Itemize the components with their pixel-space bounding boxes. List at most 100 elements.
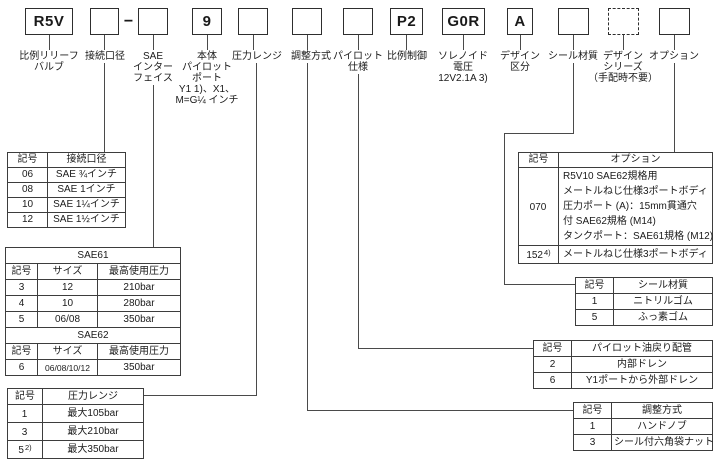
cell-sym: 070 — [518, 167, 559, 246]
box-label-design-series: デザイン シリーズ （手配時不要） — [588, 51, 658, 84]
cell-val: R5V10 SAE62規格用 メートルねじ仕様3ポートボディ 圧力ポート (A)… — [558, 167, 713, 246]
table-row: 2 内部ドレン — [533, 356, 713, 373]
table-header-row: 記号 サイズ 最高使用圧力 — [5, 263, 181, 280]
table-header-row: 記号 オプション — [518, 152, 713, 168]
connector-line — [504, 284, 575, 285]
table-header-row: 記号 接続口径 — [7, 152, 126, 168]
column-header: 最高使用圧力 — [97, 263, 181, 280]
connector-line — [504, 133, 574, 134]
cell-val: ふっ素ゴム — [613, 309, 713, 326]
cell-sym: 3 — [573, 434, 612, 451]
cell-sym: 1 — [573, 418, 612, 435]
column-header: 記号 — [518, 152, 559, 168]
table-header-row: 記号 圧力レンジ — [7, 388, 144, 405]
cell-sym: 5 — [5, 311, 38, 328]
cell-val: SAE 1インチ — [47, 182, 126, 198]
column-header: 記号 — [5, 263, 38, 280]
cell-pressure: 280bar — [97, 295, 181, 312]
column-header: オプション — [558, 152, 713, 168]
code-box-option — [659, 8, 690, 35]
connector-line — [358, 74, 359, 348]
table-header-row: 記号 サイズ 最高使用圧力 — [5, 343, 181, 360]
cell-pressure: 350bar — [97, 311, 181, 328]
connector-line — [520, 35, 521, 50]
table-group-row: SAE61 — [5, 247, 181, 264]
box-label-solenoid-voltage: ソレノイド 電圧 12V2.1A 3) — [438, 51, 488, 84]
connector-line — [207, 35, 208, 50]
column-header: パイロット油戻り配管 — [571, 340, 713, 357]
box-label-adjustment: 調整方式 — [291, 51, 331, 62]
connector-line — [104, 35, 105, 50]
table-row: 06 SAE ¾インチ — [7, 167, 126, 183]
connector-line — [49, 35, 50, 50]
table-row: 070 R5V10 SAE62規格用 メートルねじ仕様3ポートボディ 圧力ポート… — [518, 167, 713, 246]
table-row: 52) 最大350bar — [7, 440, 144, 459]
cell-sym: 2 — [533, 356, 572, 373]
code-box-sae-interface — [138, 8, 168, 35]
table-row: 12 SAE 1½インチ — [7, 212, 126, 228]
connector-line — [504, 133, 505, 285]
cell-sym: 1 — [7, 404, 43, 423]
column-header: 最高使用圧力 — [97, 343, 181, 360]
code-box-pressure-range — [238, 8, 268, 35]
connector-line — [623, 35, 624, 50]
box-label-sae-interface: SAE インター フェイス — [133, 51, 173, 84]
cell-val: メートルねじ仕様3ポートボディ — [558, 245, 713, 264]
code-box-seal-material — [558, 8, 589, 35]
column-header: 調整方式 — [611, 402, 713, 419]
cell-val: シール付六角袋ナット — [611, 434, 714, 451]
column-header: 記号 — [5, 343, 38, 360]
column-header: 記号 — [533, 340, 572, 357]
column-header: 記号 — [573, 402, 612, 419]
group-header-sae61: SAE61 — [5, 247, 181, 264]
table-row: 1524) メートルねじ仕様3ポートボディ — [518, 245, 713, 264]
table-row: 6 06/08/10/12 350bar — [5, 359, 181, 376]
column-header: 記号 — [575, 277, 614, 294]
connector-line — [104, 63, 105, 152]
column-header: 記号 — [7, 152, 48, 168]
cell-val: 最大350bar — [42, 440, 144, 459]
connector-line — [674, 35, 675, 50]
connector-line — [573, 35, 574, 50]
box-label-design-category: デザイン 区分 — [500, 51, 540, 73]
cell-val: ニトリルゴム — [613, 293, 713, 310]
connector-line — [307, 410, 573, 411]
cell-size: 10 — [37, 295, 98, 312]
table-sae-interface: SAE61 記号 サイズ 最高使用圧力 3 12 210bar 4 10 280… — [5, 247, 181, 376]
code-box-design-category: A — [507, 8, 533, 35]
table-row: 3 最大210bar — [7, 422, 144, 441]
cell-val: SAE 1½インチ — [47, 212, 126, 228]
cell-val: 最大105bar — [42, 404, 144, 423]
cell-sym: 1 — [575, 293, 614, 310]
box-label-pilot-port: 本体 パイロット ポート Y1 1)、X1、 M=G¼ インチ — [175, 51, 239, 106]
connector-line — [253, 35, 254, 50]
connector-line — [358, 35, 359, 50]
table-row: 3 12 210bar — [5, 279, 181, 296]
connector-line — [307, 63, 308, 410]
column-header: サイズ — [37, 343, 98, 360]
code-separator-dash: − — [123, 12, 134, 30]
box-label-series: 比例リリーフ バルブ — [19, 51, 79, 73]
box-label-pressure-range: 圧力レンジ — [232, 51, 282, 62]
table-options: 記号 オプション 070 R5V10 SAE62規格用 メートルねじ仕様3ポート… — [518, 152, 713, 264]
table-row: 4 10 280bar — [5, 295, 181, 312]
table-header-row: 記号 調整方式 — [573, 402, 713, 419]
connector-line — [307, 35, 308, 50]
box-label-proportional-control: 比例制御 — [387, 51, 427, 62]
connector-line — [153, 35, 154, 50]
cell-val: ハンドノブ — [611, 418, 713, 435]
table-row: 6 Y1ポートから外部ドレン — [533, 372, 713, 389]
footnote-marker: 2) — [24, 443, 32, 452]
footnote-marker: 4) — [544, 248, 551, 257]
connector-line — [143, 395, 257, 396]
cell-sym: 06 — [7, 167, 48, 183]
table-adjustment: 記号 調整方式 1 ハンドノブ 3 シール付六角袋ナット — [573, 402, 714, 451]
code-box-solenoid-voltage: G0R — [442, 8, 485, 35]
cell-sym: 52) — [7, 440, 43, 459]
cell-size: 06/08 — [37, 311, 98, 328]
cell-val: SAE ¾インチ — [47, 167, 126, 183]
table-header-row: 記号 パイロット油戻り配管 — [533, 340, 713, 357]
box-label-pilot-spec: パイロット 仕様 — [333, 51, 383, 73]
cell-sym: 3 — [7, 422, 43, 441]
cell-val: SAE 1¼インチ — [47, 197, 126, 213]
